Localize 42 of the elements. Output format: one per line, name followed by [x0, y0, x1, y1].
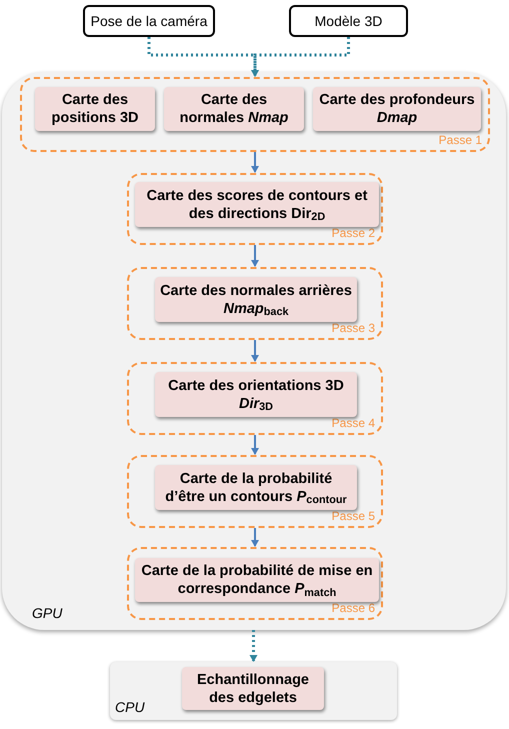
pass-label: Passe 4	[332, 415, 375, 432]
node-text: Carte des scores de contours et des directions Dir$_{2D}$	[146, 186, 368, 222]
panel-label: GPU	[32, 604, 62, 623]
node-text: Carte des normales arrières Nmap$_{back}$	[159, 282, 353, 318]
pass-group	[127, 547, 383, 620]
arrow	[251, 245, 259, 267]
node-text: Carte des normales Nmap	[178, 91, 290, 127]
node-text: Carte de la probabilité d’être un contours P$_{contour}$	[164, 470, 348, 506]
process-box	[135, 182, 379, 227]
node-text: Carte de la probabilité de mise en correspondance P$_{match}$	[140, 562, 374, 598]
gpu-panel	[2, 72, 506, 630]
node-text: Carte des orientations 3D Dir$_{3D}$	[167, 376, 345, 412]
pass-group	[127, 267, 383, 340]
panel-label: CPU	[115, 698, 145, 717]
node-text: Echantillonnage des edgelets	[196, 670, 310, 706]
pass-group	[127, 173, 383, 245]
process-box	[182, 667, 324, 710]
process-box	[35, 87, 155, 131]
pass-label: Passe 6	[332, 600, 375, 617]
pass-group	[127, 455, 383, 528]
node-text: Pose de la caméra	[90, 12, 208, 30]
process-box	[155, 465, 357, 510]
arrow	[251, 340, 259, 362]
process-box	[164, 87, 304, 131]
pass-label: Passe 5	[332, 508, 375, 525]
input-box	[83, 5, 215, 37]
process-box	[155, 372, 357, 417]
pass-label: Passe 3	[332, 320, 375, 337]
pass-group	[20, 77, 490, 152]
arrow	[251, 435, 259, 455]
arrow	[251, 152, 259, 173]
pass-group	[127, 362, 383, 435]
arrow	[250, 630, 258, 662]
node-text: Carte des positions 3D	[50, 91, 140, 127]
cpu-panel	[110, 662, 397, 720]
arrow	[251, 528, 259, 547]
arrow	[251, 37, 350, 77]
node-text: Modèle 3D	[314, 12, 382, 30]
pass-label: Passe 1	[438, 132, 482, 149]
input-box	[289, 5, 408, 37]
pass-label: Passe 2	[332, 225, 375, 242]
node-text: Carte des profondeurs Dmap	[318, 91, 476, 127]
